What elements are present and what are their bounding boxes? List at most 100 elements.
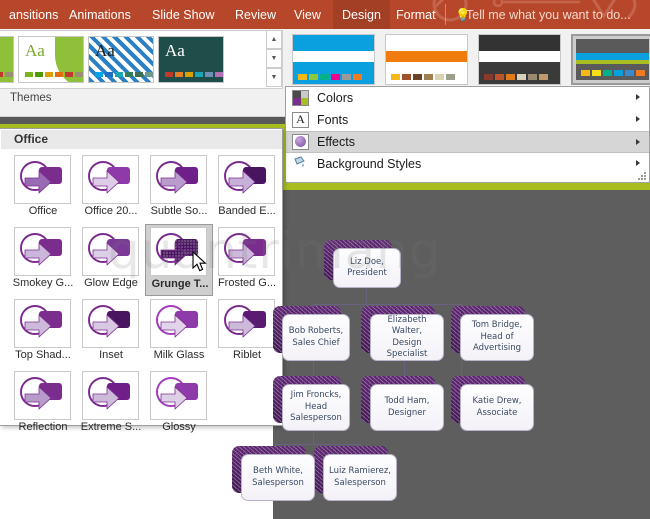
org-connector bbox=[275, 444, 360, 445]
variant-dark[interactable] bbox=[478, 34, 561, 85]
effect-smokey-glass[interactable]: Smokey G... bbox=[9, 224, 77, 296]
org-node-head-sales[interactable]: Jim Froncks, Head Salesperson bbox=[282, 384, 350, 431]
menu-item-background-styles[interactable]: Background Styles bbox=[286, 153, 649, 175]
ribbon-tab-design[interactable]: Design bbox=[333, 0, 390, 29]
variant-swatch bbox=[435, 74, 444, 80]
variant-swatch bbox=[413, 74, 422, 80]
org-node-designer[interactable]: Todd Ham, Designer bbox=[370, 384, 444, 431]
effect-preview-thumbnail bbox=[150, 371, 207, 420]
scroll-down-icon[interactable]: ▼ bbox=[266, 49, 282, 68]
themes-group-label: Themes bbox=[10, 92, 52, 104]
menu-item-colors[interactable]: Colors bbox=[286, 87, 649, 109]
effect-riblet[interactable]: Riblet bbox=[213, 296, 281, 368]
ribbon-tab-slide-show[interactable]: Slide Show bbox=[152, 8, 215, 22]
variant-swatch bbox=[391, 74, 400, 80]
effect-frosted-glass[interactable]: Frosted G... bbox=[213, 224, 281, 296]
theme-wisp[interactable]: Aa bbox=[88, 36, 154, 83]
variant-swatch bbox=[517, 74, 526, 80]
effects-circle-icon bbox=[292, 134, 309, 150]
variant-swatch bbox=[446, 74, 455, 80]
org-node-associate[interactable]: Katie Drew, Associate bbox=[460, 384, 534, 431]
effect-preview-thumbnail bbox=[82, 299, 139, 348]
tab-separator bbox=[445, 4, 446, 25]
variant-gray-selected[interactable] bbox=[571, 34, 650, 85]
resize-grip-icon[interactable] bbox=[638, 172, 646, 180]
themes-gallery[interactable]: AaAaAaAa bbox=[0, 30, 283, 89]
theme-swatch bbox=[75, 72, 83, 77]
menu-item-effects[interactable]: Effects bbox=[286, 131, 649, 153]
variant-swatch bbox=[495, 74, 504, 80]
effect-label: Subtle So... bbox=[150, 205, 208, 217]
theme-facet[interactable]: Aa bbox=[18, 36, 84, 83]
ribbon-tab-ansitions[interactable]: ansitions bbox=[9, 8, 59, 22]
effect-preview-thumbnail bbox=[14, 155, 71, 204]
effect-label: Office bbox=[28, 205, 58, 217]
variant-swatch bbox=[636, 70, 645, 76]
effect-preview-thumbnail bbox=[218, 155, 275, 204]
effects-gallery-header: Office bbox=[1, 130, 282, 149]
effect-label: Frosted G... bbox=[217, 277, 277, 289]
variant-swatch bbox=[614, 70, 623, 76]
theme-swatch bbox=[25, 72, 33, 77]
effect-reflection[interactable]: Reflection bbox=[9, 368, 77, 440]
effect-label: Extreme S... bbox=[80, 421, 142, 433]
ribbon-tab-review[interactable]: Review bbox=[235, 8, 276, 22]
effect-extreme-shadow[interactable]: Extreme S... bbox=[77, 368, 145, 440]
variant-band-top bbox=[386, 35, 467, 52]
variant-swatch bbox=[539, 74, 548, 80]
effect-subtle-solids[interactable]: Subtle So... bbox=[145, 152, 213, 224]
theme-ion-boardroom[interactable]: Aa bbox=[158, 36, 224, 83]
variant-band-top bbox=[479, 35, 560, 52]
effect-preview-thumbnail bbox=[82, 155, 139, 204]
effect-office[interactable]: Office bbox=[9, 152, 77, 224]
effect-glow-edge[interactable]: Glow Edge bbox=[77, 224, 145, 296]
effect-milk-glass[interactable]: Milk Glass bbox=[145, 296, 213, 368]
variant-accent-line bbox=[576, 60, 649, 65]
variant-swatch-row bbox=[391, 74, 455, 80]
ribbon-tab-view[interactable]: View bbox=[294, 8, 321, 22]
effect-label: Riblet bbox=[232, 349, 262, 361]
org-node-luiz-ramierez[interactable]: Luiz Ramierez, Salesperson bbox=[323, 454, 397, 501]
effect-label: Milk Glass bbox=[153, 349, 205, 361]
theme-swatch-row bbox=[95, 72, 153, 77]
org-connector bbox=[461, 361, 462, 384]
variant-swatch-row bbox=[484, 74, 548, 80]
variant-swatch bbox=[592, 70, 601, 76]
effect-preview-thumbnail bbox=[150, 299, 207, 348]
ribbon-tab-format[interactable]: Format bbox=[396, 8, 436, 22]
org-connector bbox=[313, 304, 461, 305]
variant-swatch bbox=[320, 74, 329, 80]
tell-me-box[interactable]: 💡Tell me what you want to do... bbox=[455, 0, 631, 29]
effect-banded-edge[interactable]: Banded E... bbox=[213, 152, 281, 224]
themes-scroll-buttons: ▲ ▼ ▼ bbox=[266, 30, 282, 88]
effect-glossy[interactable]: Glossy bbox=[145, 368, 213, 440]
org-node-beth-white[interactable]: Beth White, Salesperson bbox=[241, 454, 315, 501]
org-node-sales-chief[interactable]: Bob Roberts, Sales Chief bbox=[282, 314, 350, 361]
org-connector bbox=[366, 288, 367, 304]
org-node-design[interactable]: Elizabeth Walter, Design Specialist bbox=[370, 314, 444, 361]
org-node-president[interactable]: Liz Doe, President bbox=[333, 248, 401, 288]
effect-top-shadow[interactable]: Top Shad... bbox=[9, 296, 77, 368]
effect-office-2007[interactable]: Office 20... bbox=[77, 152, 145, 224]
variant-orange[interactable] bbox=[385, 34, 468, 85]
theme-swatch bbox=[45, 72, 53, 77]
theme-swatch bbox=[55, 72, 63, 77]
org-connector bbox=[313, 431, 314, 444]
scroll-up-icon[interactable]: ▲ bbox=[266, 30, 282, 49]
theme-swatch bbox=[195, 72, 203, 77]
variant-blue[interactable] bbox=[292, 34, 375, 85]
org-connector bbox=[404, 361, 405, 384]
theme-partial[interactable]: Aa bbox=[0, 36, 14, 83]
font-a-icon: A bbox=[292, 112, 309, 128]
effect-inset[interactable]: Inset bbox=[77, 296, 145, 368]
effect-grunge-texture[interactable]: Grunge T... bbox=[145, 224, 213, 296]
more-themes-icon[interactable]: ▼ bbox=[266, 68, 282, 87]
org-node-advertising[interactable]: Tom Bridge, Head of Advertising bbox=[460, 314, 534, 361]
menu-item-label: Colors bbox=[317, 91, 354, 105]
theme-swatch bbox=[165, 72, 173, 77]
theme-swatch bbox=[115, 72, 123, 77]
ribbon-tab-animations[interactable]: Animations bbox=[69, 8, 131, 22]
